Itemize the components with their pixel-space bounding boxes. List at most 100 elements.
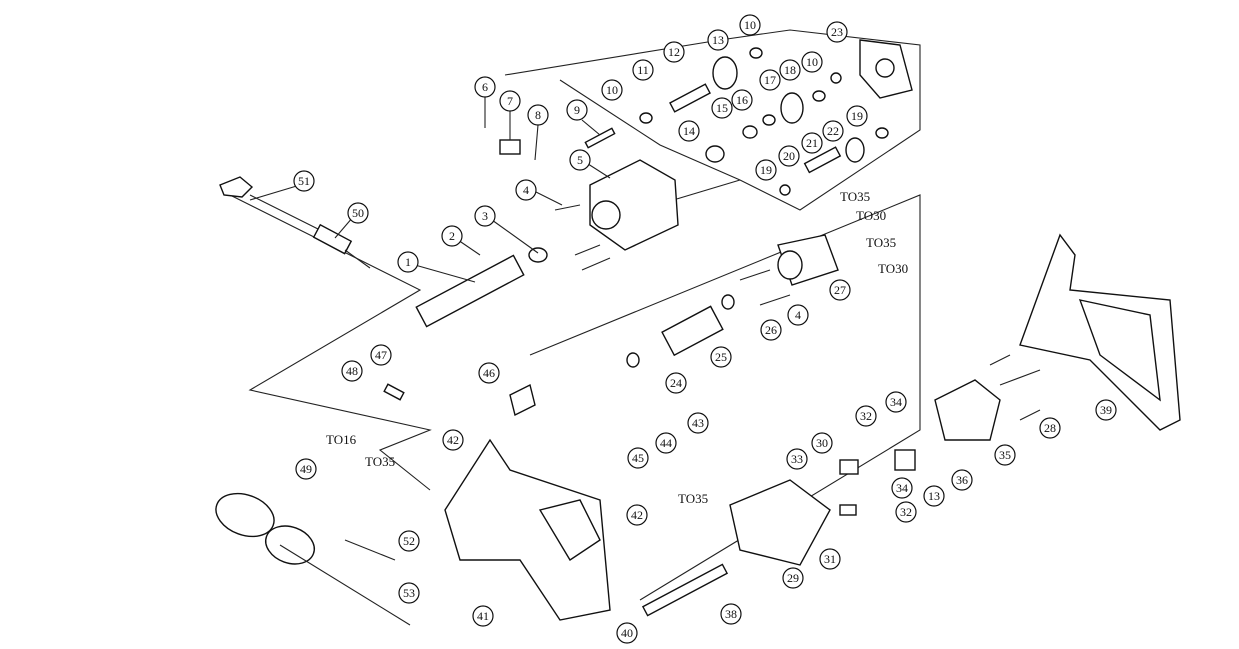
callout-24: 24 (665, 372, 687, 394)
wire-label-to30: TO30 (878, 261, 908, 276)
callout-number: 50 (352, 206, 364, 220)
callout-11: 11 (632, 59, 654, 81)
callout-number: 40 (621, 626, 633, 640)
callout-circle (710, 346, 732, 368)
callout-9: 9 (566, 99, 588, 121)
callout-number: 5 (577, 153, 583, 167)
callout-34: 34 (891, 477, 913, 499)
callout-circle (786, 448, 808, 470)
callout-circle (846, 105, 868, 127)
callout-39: 39 (1095, 399, 1117, 421)
callout-35: 35 (994, 444, 1016, 466)
callout-circle (441, 225, 463, 247)
callout-circle (616, 622, 638, 644)
callout-number: 27 (834, 283, 846, 297)
callout-19: 19 (846, 105, 868, 127)
callout-21: 21 (801, 132, 823, 154)
callout-2: 2 (441, 225, 463, 247)
callout-49: 49 (295, 458, 317, 480)
callout-circle (778, 145, 800, 167)
callout-12: 12 (663, 41, 685, 63)
callout-number: 17 (764, 73, 776, 87)
callout-40: 40 (616, 622, 638, 644)
callout-6: 6 (474, 76, 496, 98)
callout-circle (663, 41, 685, 63)
spindle-part (415, 254, 525, 328)
callout-23: 23 (826, 21, 848, 43)
callout-circle (655, 432, 677, 454)
callout-4: 4 (787, 304, 809, 326)
callout-circle (626, 504, 648, 526)
callout-number: 14 (683, 124, 695, 138)
callout-circle (779, 59, 801, 81)
callout-32: 32 (895, 501, 917, 523)
callout-number: 53 (403, 586, 415, 600)
callout-number: 44 (660, 436, 672, 450)
callout-circle (923, 485, 945, 507)
callout-number: 36 (956, 473, 968, 487)
callout-circle (951, 469, 973, 491)
callout-number: 12 (668, 45, 680, 59)
callout-4: 4 (515, 179, 537, 201)
callout-circle (855, 405, 877, 427)
callout-44: 44 (655, 432, 677, 454)
callout-42: 42 (442, 429, 464, 451)
callout-circle (759, 69, 781, 91)
wire-label-to35: TO35 (678, 491, 708, 506)
bearing-part (528, 247, 548, 263)
callout-circle (347, 202, 369, 224)
callout-circle (474, 76, 496, 98)
callout-number: 19 (851, 109, 863, 123)
parts (215, 39, 1181, 626)
callout-number: 48 (346, 364, 358, 378)
callout-circle (707, 29, 729, 51)
callout-number: 21 (806, 136, 818, 150)
callout-number: 23 (831, 25, 843, 39)
callout-41: 41 (472, 605, 494, 627)
callout-number: 46 (483, 366, 495, 380)
callout-number: 25 (715, 350, 727, 364)
callout-number: 34 (890, 395, 902, 409)
callout-8: 8 (527, 104, 549, 126)
callout-48: 48 (341, 360, 363, 382)
callout-circle (527, 104, 549, 126)
callout-13: 13 (923, 485, 945, 507)
callout-number: 32 (900, 505, 912, 519)
callout-number: 4 (523, 183, 529, 197)
callout-number: 43 (692, 416, 704, 430)
callout-circle (801, 132, 823, 154)
rear-housing-part (934, 379, 1001, 441)
callout-circle (474, 205, 496, 227)
wire-label-to16: TO16 (326, 432, 357, 447)
cord-sleeve-part (312, 223, 353, 255)
armature-part (661, 305, 724, 357)
callout-36: 36 (951, 469, 973, 491)
callout-number: 16 (736, 93, 748, 107)
wire-labels: TO35 TO30 TO35 TO30 TO16 TO35 TO35 (326, 189, 908, 506)
callout-52: 52 (398, 530, 420, 552)
callout-42: 42 (626, 504, 648, 526)
callout-number: 26 (765, 323, 777, 337)
leader-lines (249, 95, 611, 283)
callout-number: 42 (447, 433, 459, 447)
callout-circle (787, 304, 809, 326)
callout-number: 9 (574, 103, 580, 117)
callout-10: 10 (601, 79, 623, 101)
callout-circle (755, 159, 777, 181)
callout-circle (822, 120, 844, 142)
mixing-paddle-part (215, 492, 275, 538)
wire-label-to35: TO35 (866, 235, 896, 250)
callout-circle (370, 344, 392, 366)
callout-number: 7 (507, 94, 513, 108)
gear-part (845, 137, 865, 163)
handle-part (444, 438, 611, 621)
wire-label-to35: TO35 (840, 189, 870, 204)
switch-part (509, 383, 536, 417)
callout-7: 7 (499, 90, 521, 112)
callout-circle (1039, 417, 1061, 439)
callout-19: 19 (755, 159, 777, 181)
callout-number: 30 (816, 436, 828, 450)
callout-number: 39 (1100, 403, 1112, 417)
callout-1: 1 (397, 251, 419, 273)
callout-circle (895, 501, 917, 523)
